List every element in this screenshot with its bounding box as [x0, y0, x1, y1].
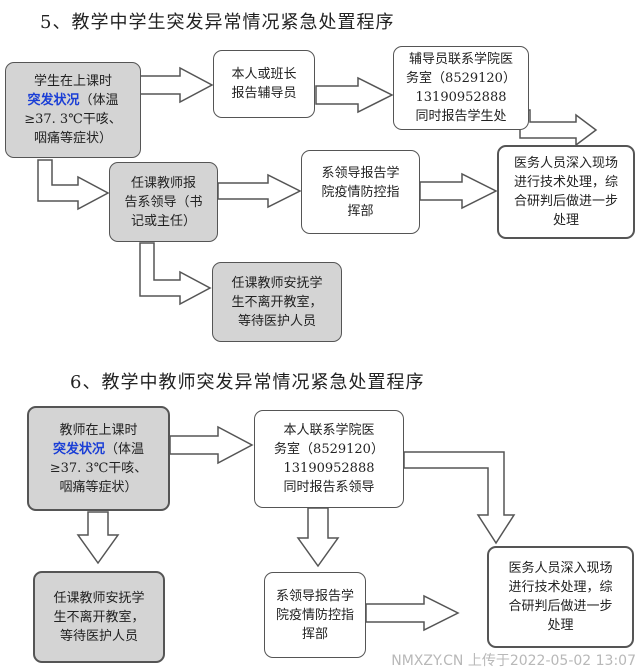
teacher-calm-line3: 等待医护人员 — [237, 313, 316, 329]
teacher-calm-line2: 生不离开教室， — [231, 294, 323, 310]
upload-watermark: NMXZY.CN 上传于2022-05-02 13:07 — [391, 653, 636, 669]
medical-action-line4: 处理 — [552, 213, 579, 228]
medical-action-box-6: 医务人员深入现场 进行技术处理，综 合研判后做进一步 处理 — [487, 546, 634, 648]
contact-clinic-box: 本人联系学院医 务室（8529120） 13190952888 同时报告系领导 — [254, 410, 404, 508]
arrow6-dept-to-medical — [365, 594, 460, 632]
teacher-calm6-line2: 生不离开教室， — [53, 609, 145, 625]
medical6-line1: 医务人员深入现场 — [508, 561, 613, 576]
teacher-calm-line1: 任课教师安抚学 — [231, 275, 323, 291]
student-incident-box: 学生在上课时 突发状况（体温 ≥37. 3℃干咳、 咽痛等症状） — [5, 62, 141, 158]
teacher-calm6-line1: 任课教师安抚学 — [53, 590, 145, 606]
student-incident-line3: ≥37. 3℃干咳、 — [24, 112, 122, 127]
dept-report-line3: 挥部 — [347, 203, 374, 219]
arrow-teacher-to-dept — [217, 173, 302, 209]
dept-report6-line3: 挥部 — [301, 626, 328, 642]
report-counselor-line2: 报告辅导员 — [231, 86, 297, 101]
medical-action-box: 医务人员深入现场 进行技术处理，综 合研判后做进一步 处理 — [497, 145, 635, 239]
contact-clinic-line4: 同时报告系领导 — [283, 480, 375, 495]
contact-clinic-line3: 13190952888 — [283, 461, 375, 476]
dept-report-line1: 系领导报告学 — [321, 165, 400, 181]
teacher-incident-emphasis: 突发状况 — [52, 441, 105, 457]
teacher-incident-line2-rest: （体温 — [105, 441, 145, 457]
teacher-report-line3: 记或主任） — [130, 213, 196, 229]
dept-report-box: 系领导报告学 院疫情防控指 挥部 — [301, 150, 420, 234]
arrow6-contact-down — [296, 507, 340, 568]
teacher-calm6-line3: 等待医护人员 — [59, 628, 138, 644]
student-incident-line1: 学生在上课时 — [33, 74, 112, 89]
teacher-report-line1: 任课教师报 — [130, 175, 196, 191]
teacher-calm-box-6: 任课教师安抚学 生不离开教室， 等待医护人员 — [33, 571, 165, 663]
arrow-start-to-report — [139, 66, 214, 104]
contact-clinic-line1: 本人联系学院医 — [283, 423, 375, 438]
teacher-incident-line4: 咽痛等症状） — [59, 479, 138, 495]
arrow6-start-down — [76, 511, 120, 565]
section6-title: 6、教学中教师突发异常情况紧急处置程序 — [70, 372, 425, 393]
arrow-dept-to-medical — [419, 172, 498, 210]
counselor-contact-box: 辅导员联系学院医 务室（8529120） 13190952888 同时报告学生处 — [393, 46, 529, 130]
teacher-report-box: 任课教师报 告系领导（书 记或主任） — [109, 162, 218, 242]
dept-report-line2: 院疫情防控指 — [321, 184, 400, 200]
medical-action-line2: 进行技术处理，综 — [513, 175, 618, 190]
dept-report6-line2: 院疫情防控指 — [275, 607, 354, 623]
teacher-report-line2: 告系领导（书 — [124, 194, 203, 210]
teacher-incident-line3: ≥37. 3℃干咳、 — [49, 460, 148, 476]
report-counselor-box: 本人或班长 报告辅导员 — [213, 50, 315, 118]
medical6-line3: 合研判后做进一步 — [508, 599, 613, 614]
teacher-incident-box: 教师在上课时 突发状况（体温 ≥37. 3℃干咳、 咽痛等症状） — [27, 406, 170, 511]
medical6-line4: 处理 — [547, 618, 574, 633]
contact-clinic-line2: 务室（8529120） — [274, 442, 384, 457]
arrow-counselor-to-medical — [519, 109, 598, 147]
report-counselor-line1: 本人或班长 — [231, 67, 297, 82]
section5-title: 5、教学中学生突发异常情况紧急处置程序 — [40, 12, 395, 33]
medical-action-line3: 合研判后做进一步 — [513, 194, 618, 209]
arrow-teacher-down-right — [139, 242, 212, 306]
arrow6-contact-to-medical — [403, 451, 516, 545]
student-incident-line4: 咽痛等症状） — [33, 131, 112, 146]
arrow6-start-to-contact — [169, 425, 254, 465]
medical-action-line1: 医务人员深入现场 — [513, 156, 618, 171]
teacher-calm-box: 任课教师安抚学 生不离开教室， 等待医护人员 — [212, 262, 342, 342]
student-incident-emphasis: 突发状况 — [27, 93, 80, 108]
dept-report-box-6: 系领导报告学 院疫情防控指 挥部 — [264, 572, 366, 658]
teacher-incident-line1: 教师在上课时 — [59, 422, 138, 438]
counselor-contact-line3: 13190952888 — [415, 90, 507, 105]
counselor-contact-line1: 辅导员联系学院医 — [408, 52, 513, 67]
counselor-contact-line4: 同时报告学生处 — [415, 109, 507, 124]
counselor-contact-line2: 务室（8529120） — [406, 71, 516, 86]
dept-report6-line1: 系领导报告学 — [275, 588, 354, 604]
medical6-line2: 进行技术处理，综 — [508, 580, 613, 595]
student-incident-line2-rest: （体温 — [79, 93, 119, 108]
arrow-start-down-right — [37, 159, 110, 211]
arrow-report-to-counselor — [315, 76, 394, 114]
